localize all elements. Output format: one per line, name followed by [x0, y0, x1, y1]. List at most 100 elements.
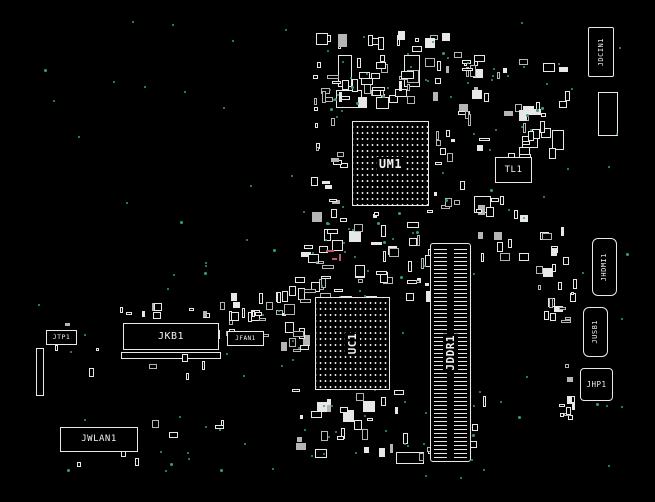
testpoint-dot — [323, 453, 325, 455]
testpoint-dot — [205, 426, 207, 428]
testpoint-dot — [407, 53, 409, 55]
component-rect — [126, 312, 132, 315]
component-rect — [560, 413, 564, 417]
testpoint-dot — [356, 102, 359, 105]
component-rect — [378, 37, 384, 50]
connector-jwlan1: JWLAN1 — [60, 427, 138, 452]
component-rect — [189, 308, 194, 311]
testpoint-dot — [621, 318, 623, 320]
component-rect — [536, 266, 543, 274]
testpoint-dot — [606, 405, 608, 407]
testpoint-dot — [467, 82, 469, 84]
component-rect — [497, 72, 500, 79]
testpoint-dot — [364, 415, 366, 417]
component-rect — [470, 65, 476, 77]
component-rect — [559, 101, 567, 108]
testpoint-dot — [507, 75, 509, 77]
component-rect — [466, 67, 469, 77]
testpoint-dot — [187, 452, 189, 454]
testpoint-dot — [385, 430, 387, 432]
component-rect — [121, 352, 221, 359]
component-rect — [454, 200, 460, 205]
component-rect — [544, 311, 549, 320]
component-rect — [293, 349, 301, 352]
component-rect — [326, 405, 331, 412]
component-rect — [483, 396, 486, 407]
testpoint-dot — [363, 36, 365, 38]
component-rect — [371, 73, 380, 79]
testpoint-dot — [352, 229, 354, 231]
component-rect — [550, 313, 556, 321]
uc1-label: UC1 — [345, 331, 360, 356]
testpoint-dot — [325, 239, 327, 241]
testpoint-dot — [472, 434, 475, 437]
testpoint-dot — [292, 340, 294, 342]
jdcin1-label: JDCIN1 — [595, 36, 607, 68]
component-rect — [474, 87, 478, 92]
testpoint-dot — [398, 212, 401, 215]
bga-um1: UM1 — [352, 121, 429, 206]
component-rect — [543, 268, 553, 277]
component-rect — [362, 429, 368, 440]
component-rect — [367, 418, 373, 421]
component-rect — [552, 130, 564, 150]
component-rect — [415, 38, 419, 42]
component-rect — [152, 303, 155, 311]
testpoint-dot — [243, 375, 245, 377]
component-rect — [325, 185, 332, 189]
testpoint-dot — [244, 443, 246, 445]
testpoint-dot — [427, 80, 429, 82]
component-rect — [340, 218, 347, 222]
jfan1-label: JFAN1 — [233, 334, 258, 343]
testpoint-dot — [523, 217, 525, 219]
component-rect — [559, 67, 568, 72]
testpoint-dot — [377, 222, 380, 225]
component-rect — [379, 448, 385, 457]
net-highlight — [326, 250, 334, 252]
component-rect — [425, 38, 435, 48]
testpoint-dot — [500, 401, 502, 403]
component-rect — [220, 302, 225, 310]
testpoint-dot — [170, 463, 173, 466]
testpoint-dot — [473, 405, 475, 407]
net-highlight — [332, 258, 337, 260]
testpoint-dot — [521, 126, 523, 128]
component-rect — [528, 131, 534, 141]
testpoint-dot — [278, 310, 280, 312]
component-rect — [407, 84, 410, 91]
component-rect — [327, 399, 331, 409]
component-rect — [340, 163, 348, 168]
component-rect — [152, 420, 159, 428]
testpoint-dot — [473, 133, 475, 135]
testpoint-dot — [442, 52, 445, 55]
component-rect — [322, 181, 330, 184]
testpoint-dot — [226, 353, 228, 355]
component-rect — [354, 420, 362, 430]
testpoint-dot — [445, 199, 448, 202]
component-rect — [154, 303, 162, 311]
testpoint-dot — [327, 50, 329, 52]
testpoint-dot — [571, 88, 573, 90]
component-rect — [349, 231, 361, 242]
testpoint-dot — [67, 469, 70, 472]
component-rect — [340, 407, 348, 413]
component-rect — [522, 141, 530, 145]
component-rect — [554, 306, 563, 312]
testpoint-dot — [328, 436, 330, 438]
connector-jfan1: JFAN1 — [227, 331, 264, 346]
component-rect — [425, 283, 429, 286]
component-rect — [293, 331, 304, 337]
component-rect — [427, 210, 433, 213]
component-rect — [203, 311, 207, 317]
testpoint-dot — [334, 98, 337, 101]
testpoint-dot — [326, 222, 329, 225]
testpoint-dot — [232, 40, 234, 42]
component-rect — [454, 52, 462, 58]
component-rect — [229, 311, 232, 321]
component-rect — [233, 302, 240, 308]
component-rect — [358, 97, 367, 108]
component-rect — [523, 123, 526, 133]
dimm-pins-left — [434, 247, 448, 458]
component-rect — [459, 104, 468, 114]
testpoint-dot — [490, 189, 493, 192]
